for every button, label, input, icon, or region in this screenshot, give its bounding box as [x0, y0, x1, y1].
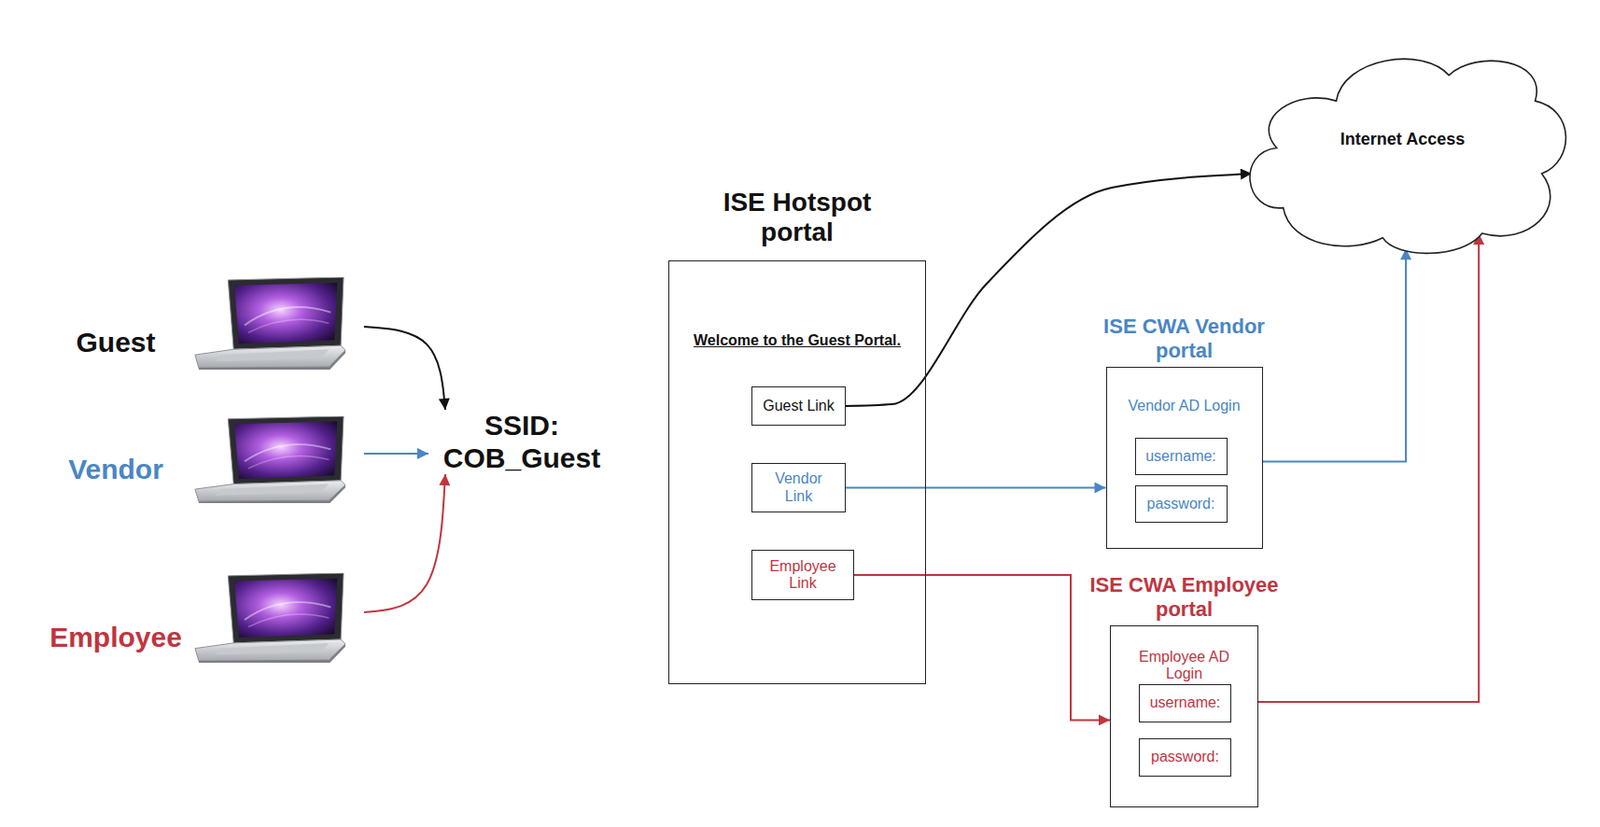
link-button: Employee Link — [751, 549, 855, 601]
cloud-shape — [1249, 58, 1566, 253]
button-label: Employee Link — [766, 558, 840, 593]
field-label: username: — [1145, 448, 1217, 465]
flow-arrow — [854, 575, 1110, 720]
device-node: Vendor — [37, 414, 365, 506]
button-label: Guest Link — [762, 397, 834, 415]
internet-cloud: Internet Access — [1236, 41, 1569, 255]
flow-arrow — [1263, 248, 1407, 462]
laptop-icon — [195, 277, 346, 370]
laptop-icon — [195, 416, 346, 504]
device-label: Guest — [37, 326, 195, 360]
device-label: Vendor — [37, 453, 195, 487]
input-field: username: — [1138, 684, 1232, 723]
link-button: Guest Link — [751, 386, 846, 426]
link-button: Vendor Link — [751, 463, 846, 513]
device-node: Guest — [37, 275, 365, 371]
field-label: password: — [1147, 495, 1216, 513]
input-field: password: — [1135, 485, 1228, 523]
flow-arrow — [364, 474, 446, 613]
portal-box: ISE CWA Vendor portalVendor AD Loginuser… — [1106, 366, 1264, 549]
flow-arrow — [364, 452, 429, 455]
portal-heading: ISE CWA Vendor portal — [1081, 314, 1288, 363]
portal-heading: ISE CWA Employee portal — [1081, 573, 1288, 621]
field-label: username: — [1150, 694, 1222, 712]
flow-arrow — [1258, 233, 1479, 702]
device-label: Employee — [37, 621, 195, 655]
portal-box: ISE Hotspot portalWelcome to the Guest P… — [668, 260, 927, 685]
login-title: Employee AD Login — [1133, 648, 1236, 684]
device-node: Employee — [37, 571, 365, 665]
ssid-name: SSID: COB_Guest — [428, 409, 616, 475]
flow-arrow — [364, 326, 446, 410]
input-field: password: — [1138, 738, 1232, 777]
field-label: password: — [1150, 748, 1220, 766]
cloud-label: Internet Access — [1340, 129, 1465, 150]
portal-heading: ISE Hotspot portal — [694, 187, 900, 248]
button-label: Vendor Link — [762, 470, 836, 506]
portal-box: ISE CWA Employee portalEmployee AD Login… — [1109, 625, 1259, 808]
ssid-label-node: SSID: COB_Guest — [428, 409, 616, 475]
input-field: username: — [1135, 437, 1228, 476]
laptop-icon — [195, 573, 346, 663]
welcome-text: Welcome to the Guest Portal. — [693, 332, 901, 350]
flow-arrow — [845, 487, 1107, 490]
flow-arrow — [845, 173, 1252, 407]
login-title: Vendor AD Login — [1114, 397, 1255, 415]
